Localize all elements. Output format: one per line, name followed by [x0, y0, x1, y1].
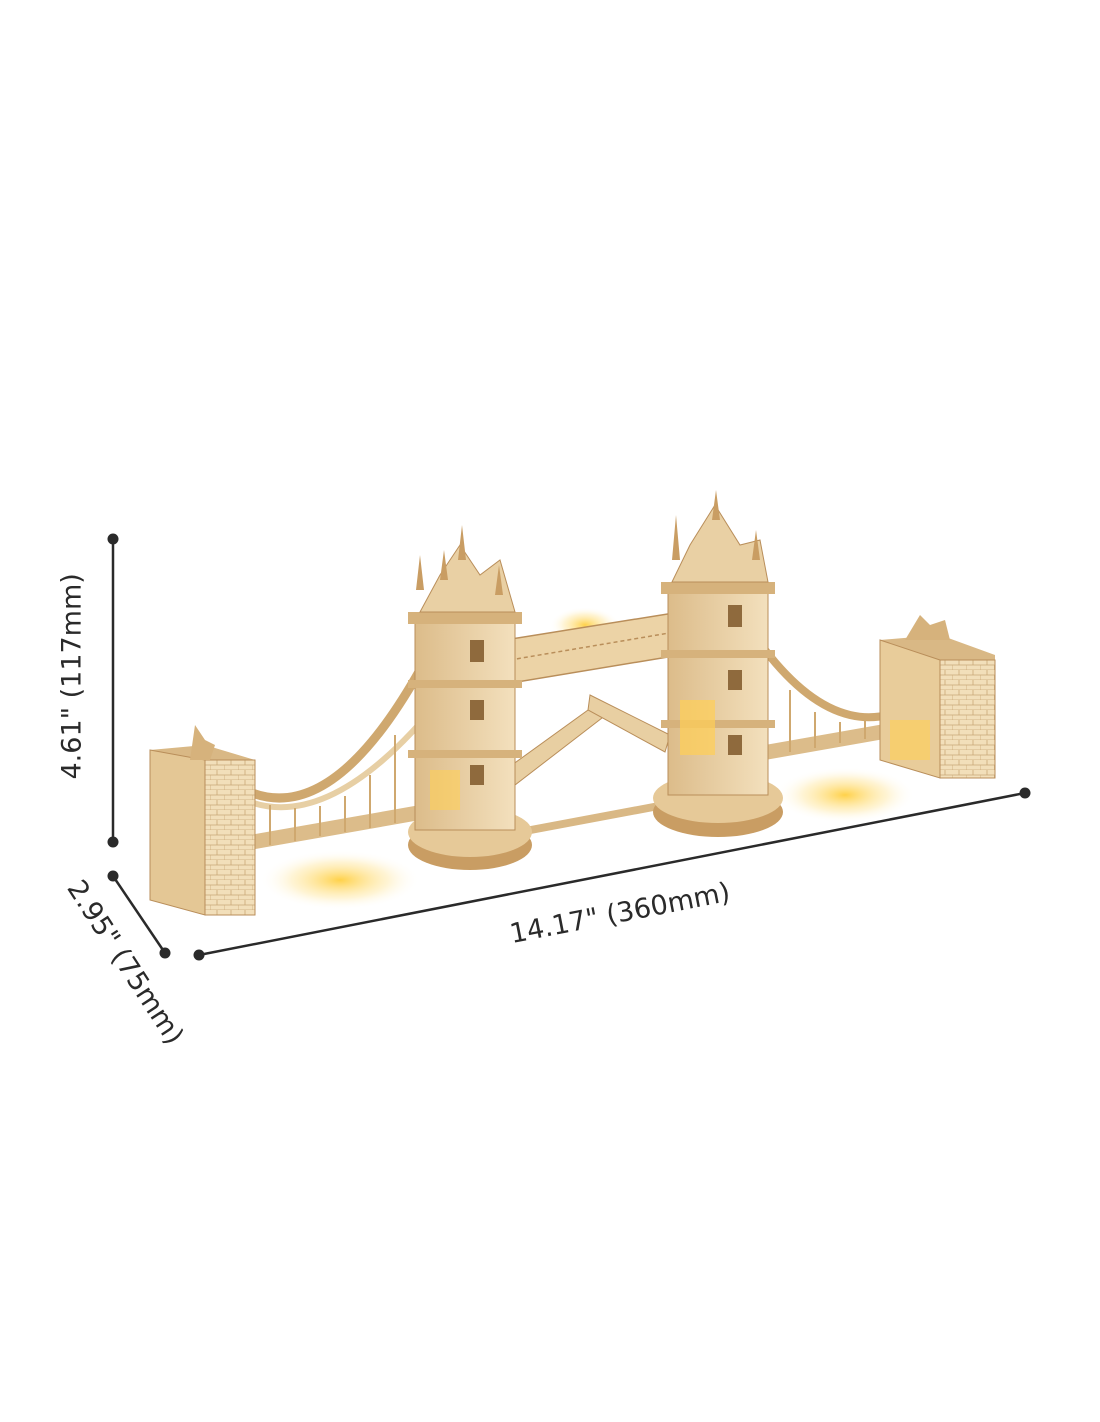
right-bascule — [587, 694, 671, 753]
light-glow-left — [260, 850, 420, 910]
left-chain — [243, 667, 424, 803]
height-dimension-line — [107, 533, 119, 848]
left-bascule — [504, 704, 603, 786]
right-main-tower — [653, 490, 783, 837]
left-main-tower — [408, 525, 532, 870]
depth-dimension-line — [107, 870, 171, 959]
left-deck — [250, 805, 420, 850]
left-end-tower — [149, 725, 256, 916]
right-end-tower — [879, 615, 996, 779]
height-label: 4.61" (117mm) — [56, 573, 88, 780]
width-dimension-line — [193, 787, 1031, 961]
light-glow-right — [775, 767, 915, 823]
